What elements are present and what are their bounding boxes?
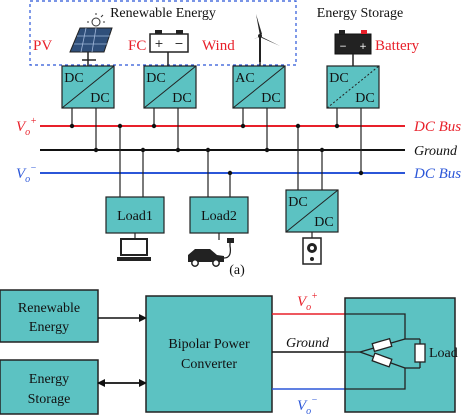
neg-bus-voltage: Vo− [16,163,37,185]
fc-label: FC [128,38,146,54]
output-pos-voltage: Vo+ [297,291,318,313]
renewable-line1: Renewable [18,301,80,316]
caption-a: (a) [229,263,245,278]
fuel-cell-icon: + − [149,30,189,53]
dc-dc-converter-pv: DC DC [61,65,115,109]
svg-text:−: − [339,42,347,52]
load-bus-links [119,126,323,197]
converter-line2: Converter [181,357,237,372]
dc-dc-converter-fc: DC DC [143,65,197,109]
load-resistor-lower [371,352,393,368]
pos-bus-voltage: Vo+ [16,116,37,138]
ac-dc-converter-wind: AC DC [232,65,286,109]
load-label: Load [429,346,458,361]
computer-icon [117,238,151,261]
battery-label: Battery [375,38,420,54]
battery-icon: − + [334,30,372,55]
load-resistor-main [414,343,426,363]
converter-bottom-label: DC [90,91,109,106]
converter-top-label: DC [64,71,83,86]
converter-bottom-label: DC [261,91,280,106]
converter-bottom-label: DC [314,215,333,230]
dc-dc-converter-battery: DC DC [326,65,380,109]
bipolar-converter-box: Bipolar Power Converter [145,295,273,413]
storage-line1: Energy [29,372,69,387]
svg-text:−: − [174,37,183,50]
energy-storage-box: Energy Storage [0,359,99,415]
renewable-title: Renewable Energy [110,6,216,21]
load1-label: Load1 [117,209,153,224]
speaker-icon [302,237,322,265]
load1-box: Load1 [105,196,165,234]
neg-dc-bus-label: DC Bus [413,166,461,182]
wind-label: Wind [202,38,235,54]
load2-box: Load2 [189,196,249,234]
converter-bus-links [71,108,362,173]
solar-panel-icon [69,13,113,61]
load-box: Load [344,297,458,413]
pos-dc-bus-label: DC Bus [413,119,461,135]
load-dc-dc-converter: DC DC [285,189,339,233]
output-ground-label: Ground [286,336,330,351]
load-resistor-upper [371,337,393,353]
converter-top-label: DC [288,195,307,210]
converter-top-label: DC [146,71,165,86]
renewable-frame [29,0,297,66]
load2-label: Load2 [201,209,237,224]
converter-line1: Bipolar Power [168,337,250,352]
svg-text:+: + [154,37,163,50]
converter-top-label: DC [329,71,348,86]
wind-turbine-icon [242,14,280,62]
renewable-energy-box: Renewable Energy [0,289,99,343]
storage-line2: Storage [28,392,71,407]
bus-junction-dots [69,123,364,176]
svg-text:+: + [359,42,367,52]
electric-car-icon [188,238,234,267]
converter-top-label: AC [235,71,254,86]
ground-label: Ground [414,144,458,159]
converter-bottom-label: DC [355,91,374,106]
converter-bottom-label: DC [172,91,191,106]
pv-label: PV [33,38,52,54]
output-neg-voltage: Vo− [297,395,318,416]
storage-title: Energy Storage [317,6,403,21]
renewable-line2: Energy [29,320,69,335]
